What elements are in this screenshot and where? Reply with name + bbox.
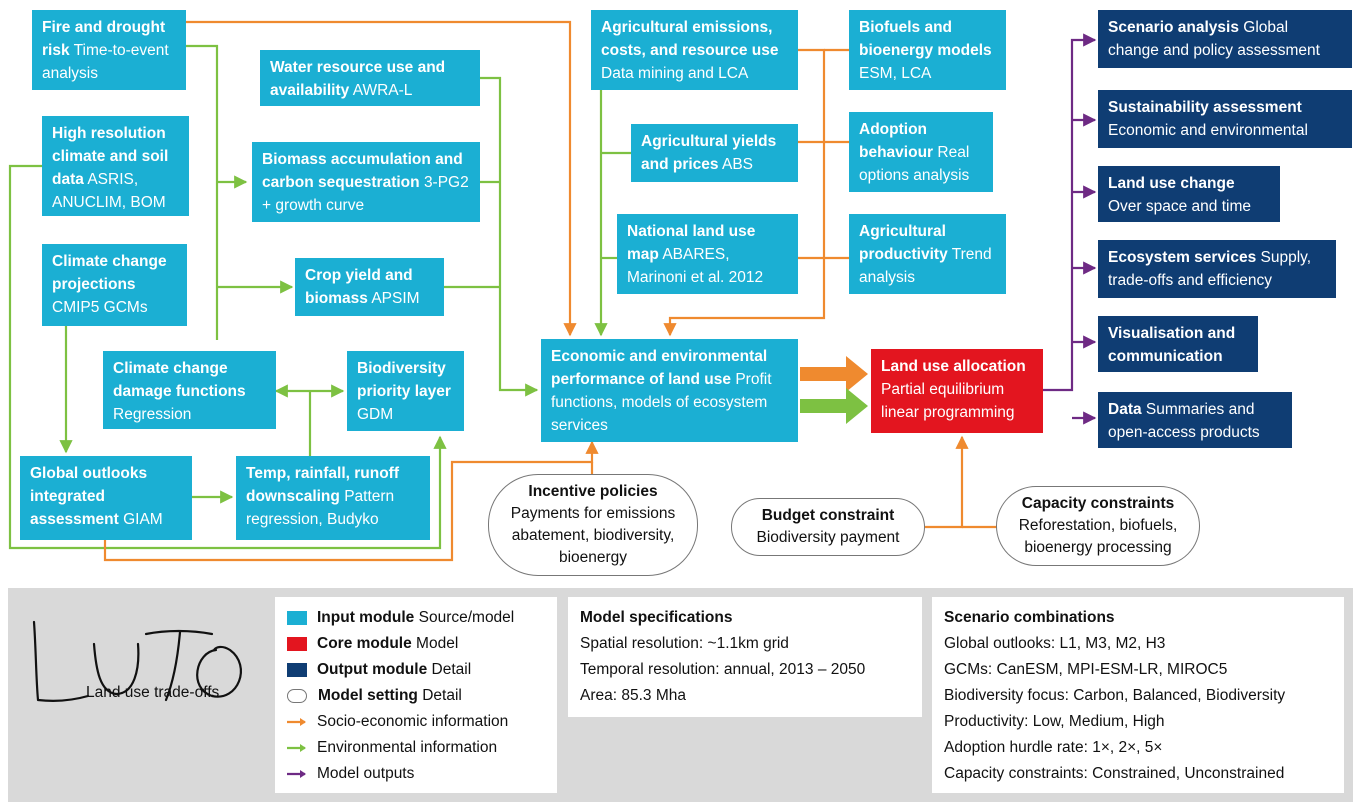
biofuels-module: Biofuels and bioenergy models ESM, LCA — [849, 10, 1006, 90]
output-scenario-analysis: Scenario analysis Global change and poli… — [1098, 10, 1352, 68]
spec-line: Spatial resolution: ~1.1km grid — [580, 635, 789, 652]
biomass-module: Biomass accumulation and carbon sequestr… — [252, 142, 480, 222]
climate-projections-module: Climate change projections CMIP5 GCMs — [42, 244, 187, 326]
downscaling-module: Temp, rainfall, runoff downscaling Patte… — [236, 456, 430, 540]
socio-flow-arrow — [800, 356, 868, 392]
output-land-use-change: Land use change Over space and time — [1098, 166, 1280, 222]
output-visualisation: Visualisation and communication — [1098, 316, 1258, 372]
econ-performance-module: Economic and environmental performance o… — [541, 339, 798, 442]
model-specs-card: Model specifications Spatial resolution:… — [568, 597, 922, 717]
luto-logo-icon — [32, 620, 242, 702]
land-use-map-module: National land use map ABARES, Marinoni e… — [617, 214, 798, 294]
global-outlooks-module: Global outlooks integrated assessment GI… — [20, 456, 192, 540]
scenario-line: Adoption hurdle rate: 1×, 2×, 5× — [944, 739, 1163, 756]
legend-card: Input module Source/model Core module Mo… — [275, 597, 557, 793]
capacity-constraints-setting: Capacity constraints Reforestation, biof… — [996, 486, 1200, 566]
legend-setting: Model setting Detail — [287, 683, 545, 709]
scenario-combinations-card: Scenario combinations Global outlooks: L… — [932, 597, 1344, 793]
incentive-policies-setting: Incentive policies Payments for emission… — [488, 474, 698, 576]
legend-output: Output module Detail — [287, 657, 545, 683]
agri-yields-module: Agricultural yields and prices ABS — [631, 124, 798, 182]
output-sustainability: Sustainability assessment Economic and e… — [1098, 90, 1352, 148]
scenario-line: Global outlooks: L1, M3, M2, H3 — [944, 635, 1166, 652]
env-flow-arrow — [800, 388, 868, 424]
productivity-module: Agricultural productivity Trend analysis — [849, 214, 1006, 294]
output-ecosystem-services: Ecosystem services Supply, trade-offs an… — [1098, 240, 1336, 298]
land-use-allocation-core: Land use allocation Partial equilibrium … — [871, 349, 1043, 433]
scenario-line: Biodiversity focus: Carbon, Balanced, Bi… — [944, 687, 1286, 704]
legend-socio: Socio-economic information — [287, 709, 545, 735]
spec-line: Temporal resolution: annual, 2013 – 2050 — [580, 661, 866, 678]
water-resource-module: Water resource use and availability AWRA… — [260, 50, 480, 106]
legend-env: Environmental information — [287, 735, 545, 761]
legend-core: Core module Model — [287, 631, 545, 657]
biodiversity-layer-module: Biodiversity priority layer GDM — [347, 351, 464, 431]
climate-soil-module: High resolution climate and soil data AS… — [42, 116, 189, 216]
scenario-line: GCMs: CanESM, MPI-ESM-LR, MIROC5 — [944, 661, 1228, 678]
spec-line: Area: 85.3 Mha — [580, 687, 686, 704]
legend-outputs: Model outputs — [287, 761, 545, 787]
legend-input: Input module Source/model — [287, 605, 545, 631]
adoption-module: Adoption behaviour Real options analysis — [849, 112, 993, 192]
fire-drought-module: Fire and drought risk Time-to-event anal… — [32, 10, 186, 90]
output-data: Data Summaries and open-access products — [1098, 392, 1292, 448]
crop-yield-module: Crop yield and biomass APSIM — [295, 258, 444, 316]
budget-constraint-setting: Budget constraint Biodiversity payment — [731, 498, 925, 556]
scenario-line: Capacity constraints: Constrained, Uncon… — [944, 765, 1285, 782]
scenario-line: Productivity: Low, Medium, High — [944, 713, 1165, 730]
damage-functions-module: Climate change damage functions Regressi… — [103, 351, 276, 429]
agri-emissions-module: Agricultural emissions, costs, and resou… — [591, 10, 798, 90]
logo-subtitle: Land use trade-offs — [86, 684, 220, 701]
